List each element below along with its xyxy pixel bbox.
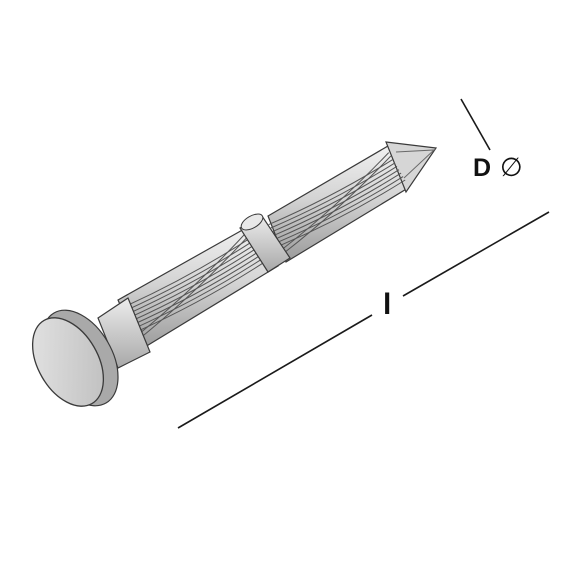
length-line-lower: [177, 314, 373, 429]
flute-line: [121, 238, 257, 313]
flute-line: [274, 169, 400, 236]
flute-line: [278, 176, 404, 243]
nail-head: [31, 309, 119, 407]
nail-flutes: [119, 152, 406, 340]
flute-line: [131, 255, 267, 330]
diameter-dimension: D ∅: [460, 98, 523, 182]
diameter-symbol: ∅: [500, 152, 523, 182]
length-line-upper: [402, 211, 550, 297]
flute-line: [270, 162, 396, 229]
flute-line: [284, 155, 392, 253]
diameter-letter: D: [473, 154, 491, 182]
nail-illustration: [31, 141, 438, 407]
flute-line: [272, 165, 398, 232]
flute-line: [282, 152, 390, 249]
length-letter: l: [383, 288, 391, 321]
diameter-leader-line: [460, 98, 491, 151]
flute-line: [138, 232, 252, 340]
flute-line: [123, 242, 259, 317]
flute-line: [133, 259, 269, 334]
length-dimension: l: [177, 211, 550, 429]
nail-collar: [239, 213, 291, 273]
flute-line: [276, 172, 402, 239]
flute-line: [129, 252, 265, 327]
flute-line: [135, 228, 250, 337]
flute-line: [119, 235, 254, 310]
